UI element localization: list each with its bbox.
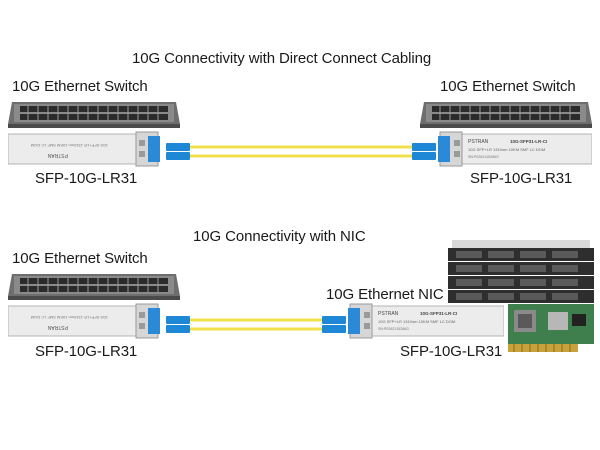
label-bottom-left-switch: 10G Ethernet Switch <box>12 250 148 267</box>
fiber-cable-bottom <box>166 316 346 333</box>
module-serial-text: SN:P0262115286G <box>378 327 409 331</box>
switch-top-right <box>420 102 592 128</box>
switch-top-left <box>8 102 180 128</box>
nic-card <box>508 304 594 352</box>
lc-connector-right <box>322 316 346 333</box>
lc-connector-right <box>412 143 436 160</box>
module-part-text: 10G-SFP31-LR-CI <box>420 311 457 316</box>
label-bottom-left-module: SFP-10G-LR31 <box>35 343 138 360</box>
switch-bottom-left <box>8 274 180 300</box>
module-brand-text: PSTRAN <box>47 324 68 330</box>
module-serial-text: SN:P0262115286G <box>468 155 499 159</box>
title-direct-connect: 10G Connectivity with Direct Connect Cab… <box>132 50 432 67</box>
label-top-right-module: SFP-10G-LR31 <box>470 170 573 187</box>
label-top-left-switch: 10G Ethernet Switch <box>12 78 148 95</box>
module-brand-text: PSTRAN <box>47 152 68 158</box>
label-top-right-switch: 10G Ethernet Switch <box>440 78 576 95</box>
module-part-text: 10G-SFP31-LR-CI <box>510 139 547 144</box>
lc-connector-left <box>166 316 190 333</box>
module-brand-text: PSTRAN <box>468 139 489 145</box>
module-brand-text: PSTRAN <box>378 311 399 317</box>
sfp-module-top-left: PSTRAN 10G SFP+LR 1310nm 10KM SMF LC DOM <box>8 131 160 167</box>
sfp-module-bottom-left: PSTRAN 10G SFP+LR 1310nm 10KM SMF LC DOM <box>8 303 160 339</box>
server-chassis <box>448 240 594 303</box>
sfp-module-bottom-right: PSTRAN 10G-SFP31-LR-CI 10G SFP+LR 1310nm… <box>348 303 504 339</box>
sfp-module-top-right: PSTRAN 10G-SFP31-LR-CI 10G SFP+LR 1310nm… <box>438 131 592 167</box>
label-top-left-module: SFP-10G-LR31 <box>35 170 138 187</box>
label-bottom-right-nic: 10G Ethernet NIC <box>326 286 444 303</box>
module-spec-text: 10G SFP+LR 1310nm 10KM SMF LC DOM <box>31 315 108 320</box>
lc-connector-left <box>166 143 190 160</box>
title-nic: 10G Connectivity with NIC <box>193 228 366 245</box>
module-spec-text: 10G SFP+LR 1310nm 10KM SMF LC DOM <box>378 319 455 324</box>
fiber-cable-top <box>166 143 436 160</box>
label-bottom-right-module: SFP-10G-LR31 <box>400 343 503 360</box>
module-spec-text: 10G SFP+LR 1310nm 10KM SMF LC DOM <box>31 143 108 148</box>
module-spec-text: 10G SFP+LR 1310nm 10KM SMF LC DOM <box>468 147 545 152</box>
